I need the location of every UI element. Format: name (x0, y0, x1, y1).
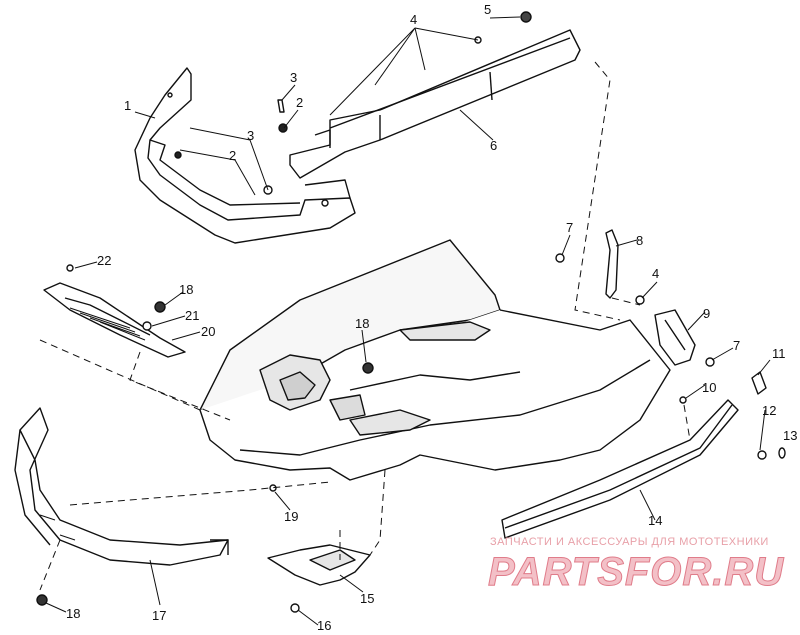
callout-3: 3 (247, 128, 254, 143)
part-6-upper-rail (289, 29, 581, 179)
callout-13: 13 (783, 428, 797, 443)
callout-22: 22 (97, 253, 111, 268)
callout-18: 18 (66, 606, 80, 621)
part-14-lower-bar (501, 399, 739, 539)
callout-21: 21 (185, 308, 199, 323)
callout-14: 14 (648, 513, 662, 528)
callout-2: 2 (296, 95, 303, 110)
callout-4: 4 (652, 266, 659, 281)
leader-lines (45, 16, 771, 626)
callout-8: 8 (636, 233, 643, 248)
callout-4: 4 (410, 12, 417, 27)
callout-2: 2 (229, 148, 236, 163)
fasteners (36, 11, 786, 613)
watermark-logo: PARTSFOR.RU (488, 550, 785, 595)
callout-1: 1 (124, 98, 131, 113)
part-1-bracket (134, 67, 356, 244)
callout-19: 19 (284, 509, 298, 524)
part-17-front-skid (14, 407, 229, 566)
callout-15: 15 (360, 591, 374, 606)
callout-11: 11 (772, 346, 786, 361)
callout-18: 18 (355, 316, 369, 331)
callout-16: 16 (317, 618, 331, 630)
assembly-lines (39, 61, 691, 591)
callout-9: 9 (703, 306, 710, 321)
part-15-bottom-plate (267, 544, 371, 586)
callout-labels: 1 2 2 3 3 4 4 5 6 7 7 8 9 10 11 12 13 14… (66, 2, 797, 633)
callout-6: 6 (490, 138, 497, 153)
callout-5: 5 (484, 2, 491, 17)
callout-20: 20 (201, 324, 215, 339)
part-20-side-panel (43, 282, 186, 358)
callout-12: 12 (762, 403, 776, 418)
watermark-tagline: ЗАПЧАСТИ И АКСЕССУАРЫ ДЛЯ МОТОТЕХНИКИ (490, 536, 769, 548)
main-body-hood (199, 239, 671, 481)
callout-17: 17 (152, 608, 166, 623)
part-9-side-bracket (654, 309, 696, 366)
callout-18: 18 (179, 282, 193, 297)
callout-7: 7 (733, 338, 740, 353)
callout-7: 7 (566, 220, 573, 235)
part-11-clip (751, 371, 767, 395)
callout-3: 3 (290, 70, 297, 85)
callout-10: 10 (702, 380, 716, 395)
part-8-strut (605, 229, 619, 299)
